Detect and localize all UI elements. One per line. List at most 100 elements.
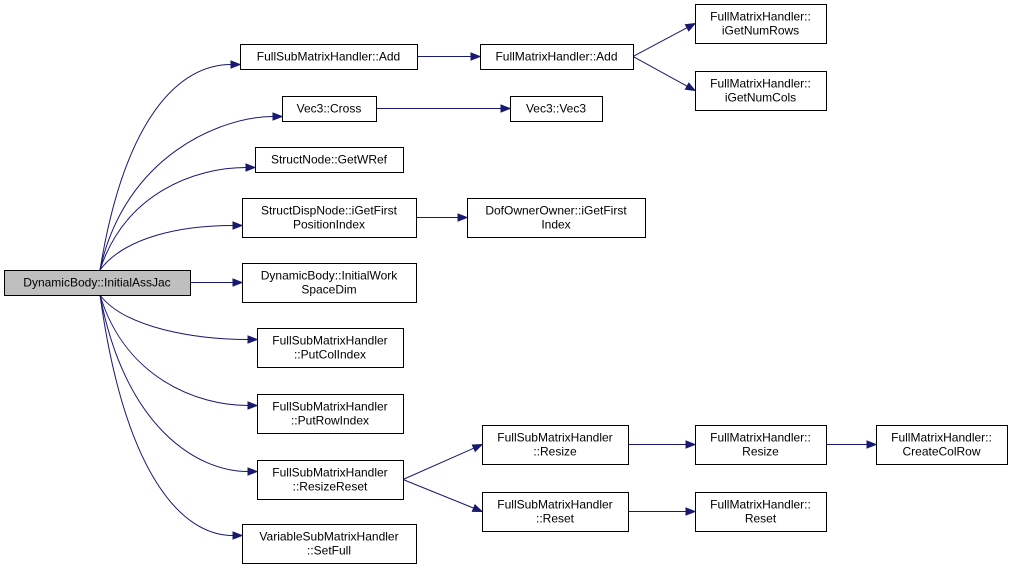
node-label: FullSubMatrixHandler::Add <box>257 50 400 64</box>
node-label: ::ResizeReset <box>293 480 368 494</box>
arrowhead-icon <box>684 82 697 92</box>
arrowhead-icon <box>232 221 244 230</box>
arrowhead-icon <box>457 213 469 222</box>
arrowhead-icon <box>500 104 512 113</box>
node-label: FullSubMatrixHandler <box>497 431 612 445</box>
node-fsmResize[interactable]: FullSubMatrixHandler::Resize <box>482 425 629 465</box>
node-fmhAdd[interactable]: FullMatrixHandler::Add <box>480 44 634 70</box>
node-box <box>695 4 827 44</box>
node-rows[interactable]: FullMatrixHandler::iGetNumRows <box>695 4 827 44</box>
call-edge-resreset-to-fsmResize <box>402 443 484 480</box>
node-box <box>876 425 1008 465</box>
call-edge-cross-to-vec3 <box>376 104 512 113</box>
node-vec3[interactable]: Vec3::Vec3 <box>510 96 603 122</box>
node-getw[interactable]: StructNode::GetWRef <box>255 147 404 173</box>
edge-line <box>99 294 249 406</box>
node-box <box>695 71 827 111</box>
node-box <box>482 425 629 465</box>
edge-line <box>402 479 474 509</box>
node-fmResize[interactable]: FullMatrixHandler::Resize <box>695 425 827 465</box>
node-label: iGetNumCols <box>725 91 796 105</box>
arrowhead-icon <box>470 52 482 61</box>
node-label: FullSubMatrixHandler <box>272 466 387 480</box>
call-edge-root-to-resreset <box>99 294 259 476</box>
node-fsmReset[interactable]: FullSubMatrixHandler::Reset <box>482 492 629 532</box>
node-box <box>242 198 417 238</box>
node-box <box>242 263 417 303</box>
call-edge-root-to-putrow <box>99 294 259 410</box>
arrowhead-icon <box>232 278 244 287</box>
arrowhead-icon <box>247 335 259 344</box>
node-label: FullSubMatrixHandler <box>497 498 612 512</box>
node-box <box>510 96 603 122</box>
node-box <box>257 328 404 368</box>
node-putcol[interactable]: FullSubMatrixHandler::PutColIndex <box>257 328 404 368</box>
arrowhead-icon <box>471 443 484 453</box>
node-label: iGetNumRows <box>722 24 799 38</box>
node-label: Reset <box>745 512 777 526</box>
node-box <box>255 147 404 173</box>
node-resreset[interactable]: FullSubMatrixHandler::ResizeReset <box>257 460 404 500</box>
call-edge-fsmhAdd-to-fmhAdd <box>417 52 482 61</box>
node-root[interactable]: DynamicBody::InitialAssJac <box>4 270 191 296</box>
edge-line <box>632 27 688 57</box>
node-fsmhAdd[interactable]: FullSubMatrixHandler::Add <box>240 44 418 70</box>
node-ccr[interactable]: FullMatrixHandler::CreateColRow <box>876 425 1008 465</box>
arrowhead-icon <box>232 531 244 540</box>
node-box <box>480 44 634 70</box>
node-cross[interactable]: Vec3::Cross <box>282 96 377 122</box>
node-label: VariableSubMatrixHandler <box>259 530 398 544</box>
edge-line <box>99 116 274 271</box>
call-edge-fsmResize-to-fmResize <box>628 440 697 449</box>
arrowhead-icon <box>247 467 259 476</box>
node-box <box>240 44 418 70</box>
node-box <box>282 96 377 122</box>
node-label: Vec3::Cross <box>297 102 362 116</box>
node-label: FullSubMatrixHandler <box>272 334 387 348</box>
node-label: Index <box>541 218 570 232</box>
node-label: ::SetFull <box>307 544 351 558</box>
node-box <box>695 425 827 465</box>
node-label: Vec3::Vec3 <box>526 102 586 116</box>
node-label: CreateColRow <box>902 445 980 459</box>
arrowhead-icon <box>685 507 697 516</box>
node-label: FullSubMatrixHandler <box>272 400 387 414</box>
node-label: ::PutColIndex <box>294 348 366 362</box>
node-label: Resize <box>742 445 779 459</box>
node-putrow[interactable]: FullSubMatrixHandler::PutRowIndex <box>257 394 404 434</box>
node-label: FullMatrixHandler:: <box>710 431 811 445</box>
node-label: ::Resize <box>533 445 577 459</box>
node-label: StructNode::GetWRef <box>271 153 388 167</box>
node-box <box>257 460 404 500</box>
node-label: StructDispNode::iGetFirst <box>261 204 398 218</box>
call-edge-root-to-dbiw <box>190 278 244 287</box>
node-label: DynamicBody::InitialWork <box>261 269 398 283</box>
edge-line <box>99 294 249 340</box>
call-edge-fmhAdd-to-cols <box>632 56 697 92</box>
node-label: DofOwnerOwner::iGetFirst <box>485 204 627 218</box>
node-label: SpaceDim <box>301 283 356 297</box>
node-label: FullMatrixHandler:: <box>891 431 992 445</box>
call-edge-resreset-to-fsmReset <box>402 479 484 513</box>
node-setfull[interactable]: VariableSubMatrixHandler::SetFull <box>242 524 417 564</box>
node-label: DynamicBody::InitialAssJac <box>23 276 170 290</box>
call-edge-fmResize-to-ccr <box>826 440 878 449</box>
call-edge-root-to-sdn <box>99 221 244 271</box>
call-graph-edges <box>99 22 878 540</box>
node-fmReset[interactable]: FullMatrixHandler::Reset <box>695 492 827 532</box>
edge-line <box>99 64 232 271</box>
edge-line <box>99 294 249 472</box>
node-label: FullMatrixHandler::Add <box>495 50 617 64</box>
call-edge-fsmReset-to-fmReset <box>628 507 697 516</box>
node-box <box>467 198 646 238</box>
node-label: FullMatrixHandler:: <box>710 10 811 24</box>
arrowhead-icon <box>247 401 259 410</box>
call-edge-sdn-to-doo <box>416 213 469 222</box>
arrowhead-icon <box>866 440 878 449</box>
node-label: ::PutRowIndex <box>291 414 369 428</box>
node-cols[interactable]: FullMatrixHandler::iGetNumCols <box>695 71 827 111</box>
